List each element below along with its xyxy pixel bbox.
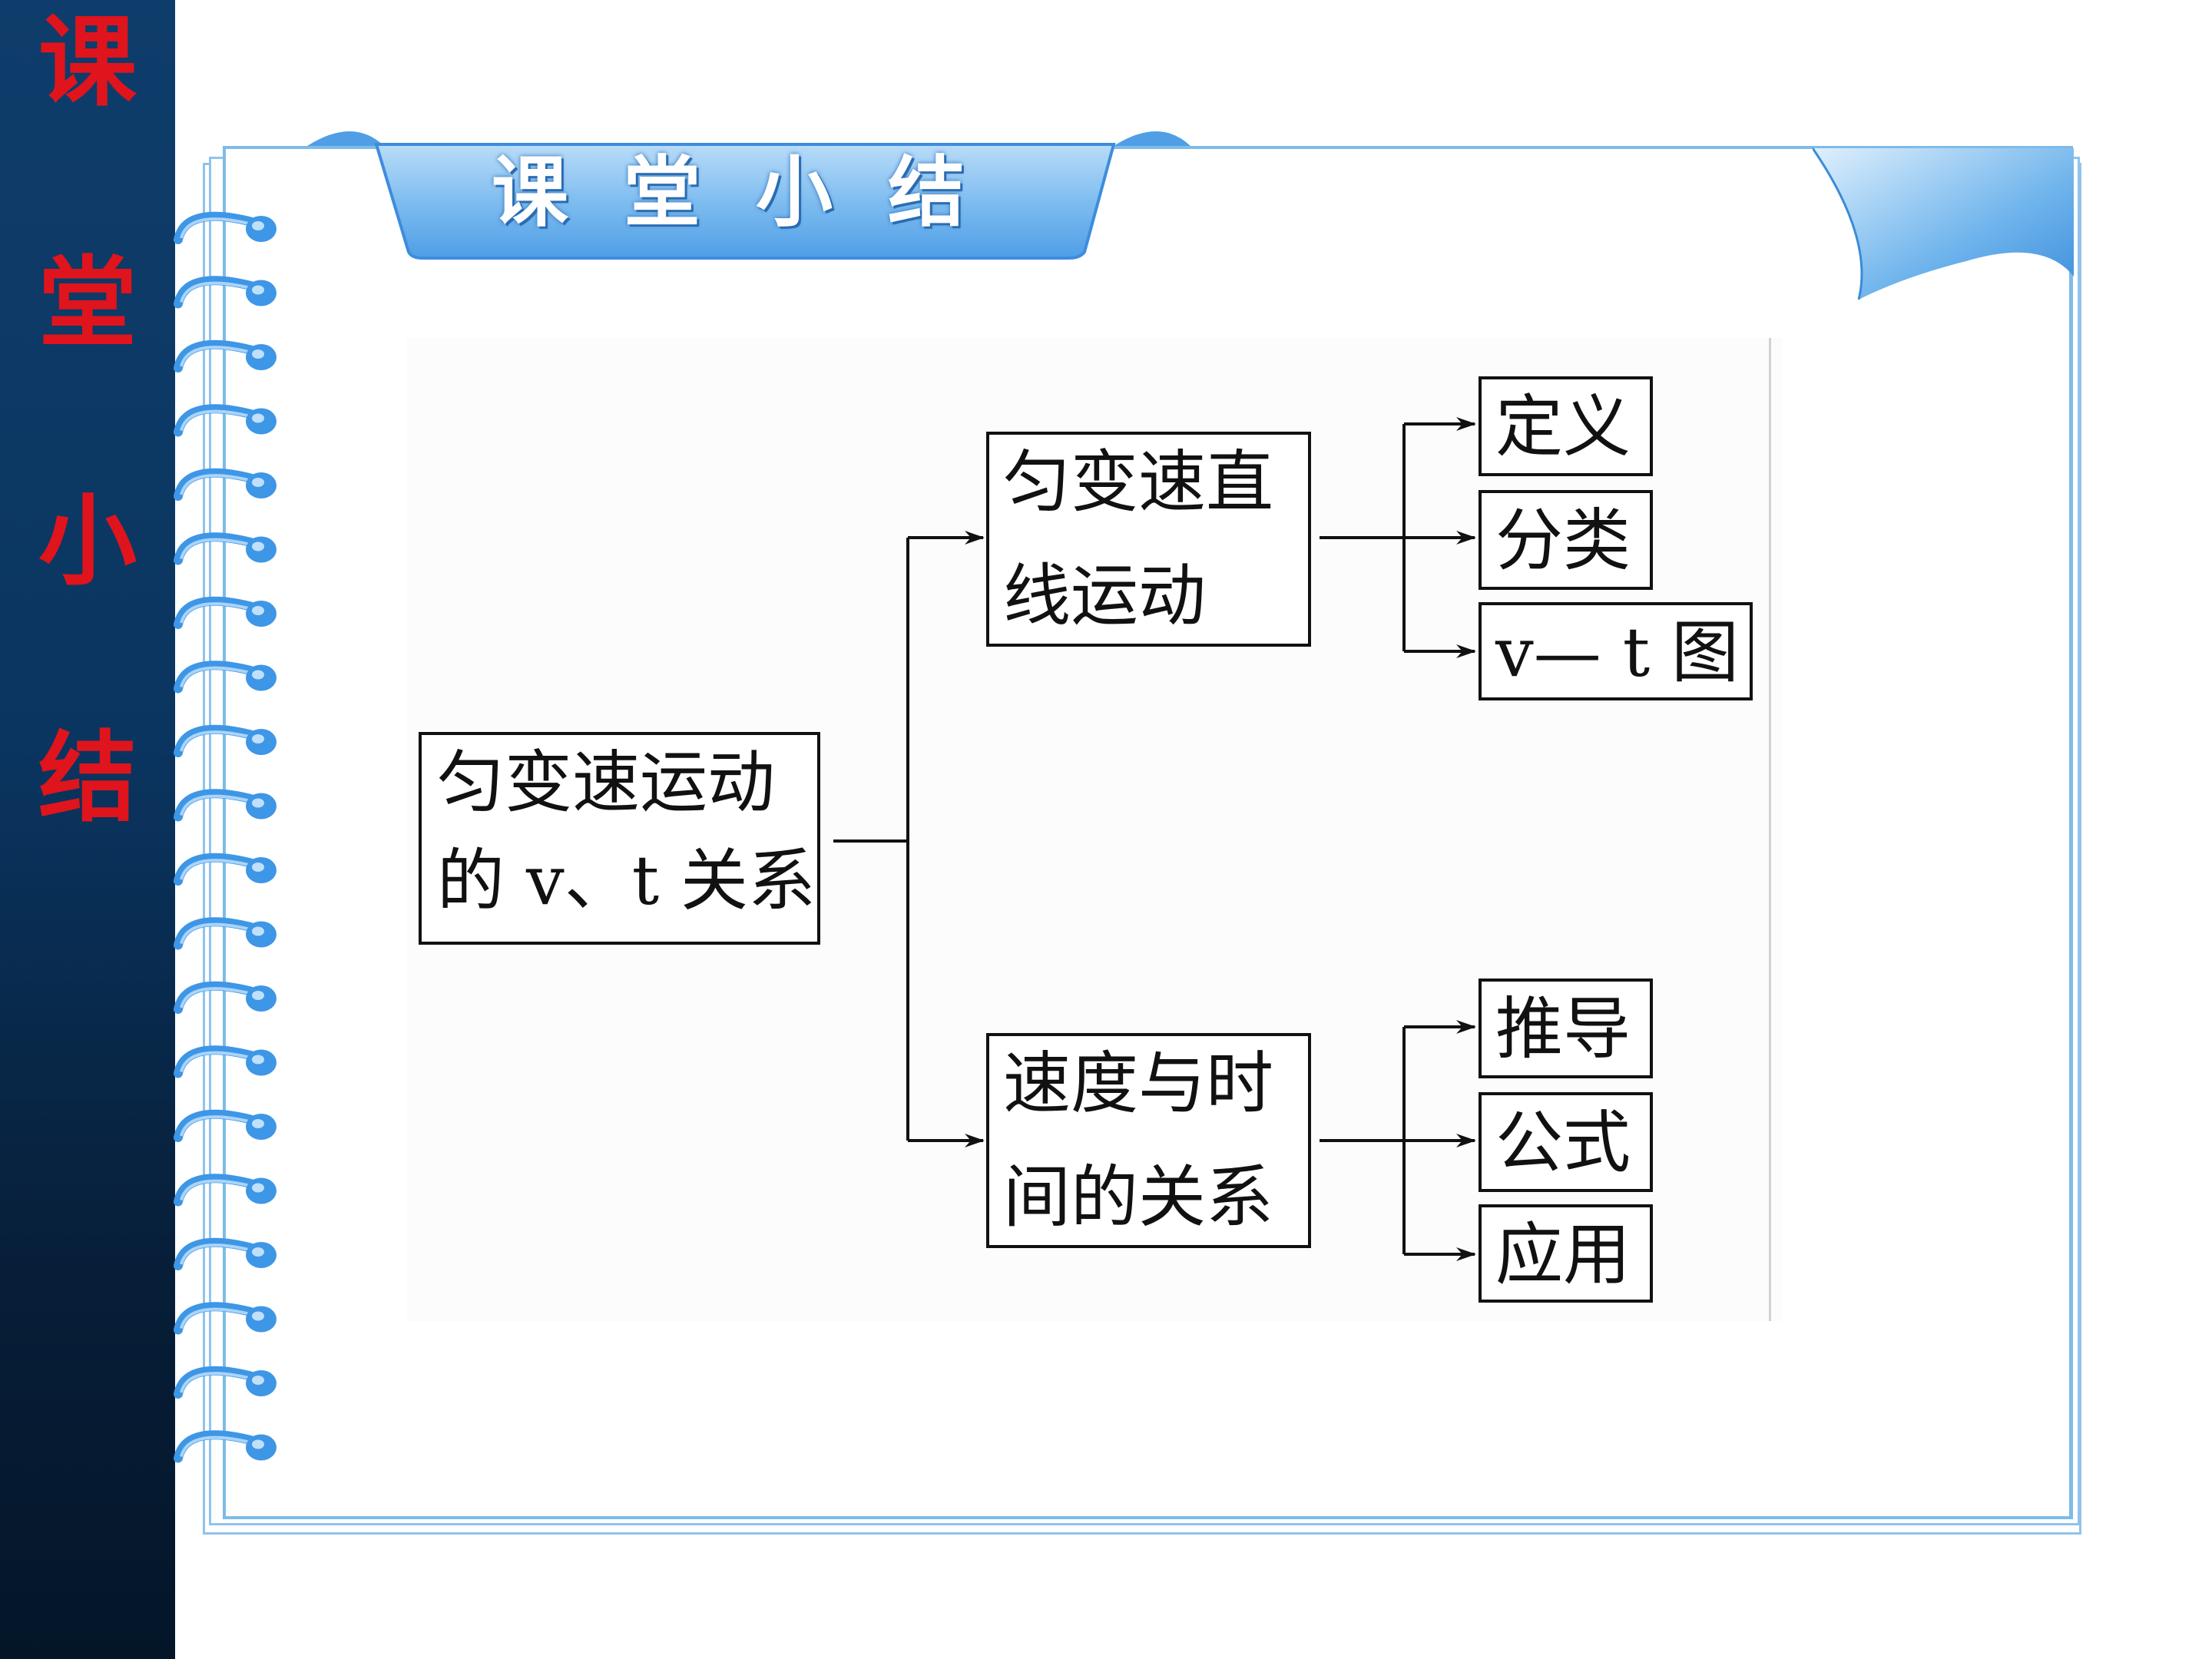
binding-ring (174, 339, 276, 373)
node-branch2-child2: 公式 (1479, 1092, 1653, 1192)
node-branch1-child2: 分类 (1479, 490, 1653, 590)
binding-ring (174, 661, 276, 694)
node-branch1-line2: 线运动 (1003, 556, 1207, 635)
binding-ring (174, 724, 276, 757)
binding-ring (174, 1109, 276, 1142)
binding-ring (174, 276, 276, 309)
node-branch2-line1: 速度与时 (1003, 1044, 1274, 1123)
title-tab (307, 131, 1190, 260)
binding-ring (174, 1430, 276, 1463)
binding-ring (174, 1302, 276, 1335)
node-root: 匀变速运动 的 v、t 关系 (419, 732, 820, 945)
page-curl (1813, 147, 2074, 300)
binding-ring (174, 404, 276, 437)
binding-ring (174, 211, 276, 244)
binding-ring (174, 1174, 276, 1207)
node-root-line2: 的 v、t 关系 (437, 841, 816, 920)
binding-ring (174, 1045, 276, 1078)
diagram-right-border (1769, 338, 1771, 1321)
side-title-char-2: 堂 (38, 247, 137, 361)
node-root-line1: 匀变速运动 (437, 743, 776, 822)
binding-ring (174, 468, 276, 501)
spiral-binding (174, 211, 276, 1463)
binding-ring (174, 917, 276, 950)
node-branch2-child1: 推导 (1479, 979, 1653, 1078)
binding-ring (174, 1237, 276, 1270)
node-branch1: 匀变速直 线运动 (986, 432, 1311, 647)
side-banner: 课 堂 小 结 (0, 0, 175, 1659)
binding-ring (174, 596, 276, 629)
node-branch2-line2: 间的关系 (1003, 1157, 1274, 1237)
tab-title: 课堂小结 (492, 147, 1020, 237)
node-branch1-child1: 定义 (1479, 376, 1653, 476)
side-title-char-4: 结 (38, 721, 137, 836)
node-branch1-line1: 匀变速直 (1003, 442, 1274, 522)
binding-ring (174, 1366, 276, 1399)
side-title-char-3: 小 (38, 485, 137, 599)
binding-ring (174, 532, 276, 565)
node-branch1-child3: v— t 图 (1479, 602, 1753, 700)
binding-ring (174, 853, 276, 886)
side-title-char-1: 课 (38, 5, 137, 120)
node-branch2: 速度与时 间的关系 (986, 1033, 1311, 1248)
binding-ring (174, 789, 276, 822)
node-branch2-child3: 应用 (1479, 1204, 1653, 1303)
binding-ring (174, 981, 276, 1014)
